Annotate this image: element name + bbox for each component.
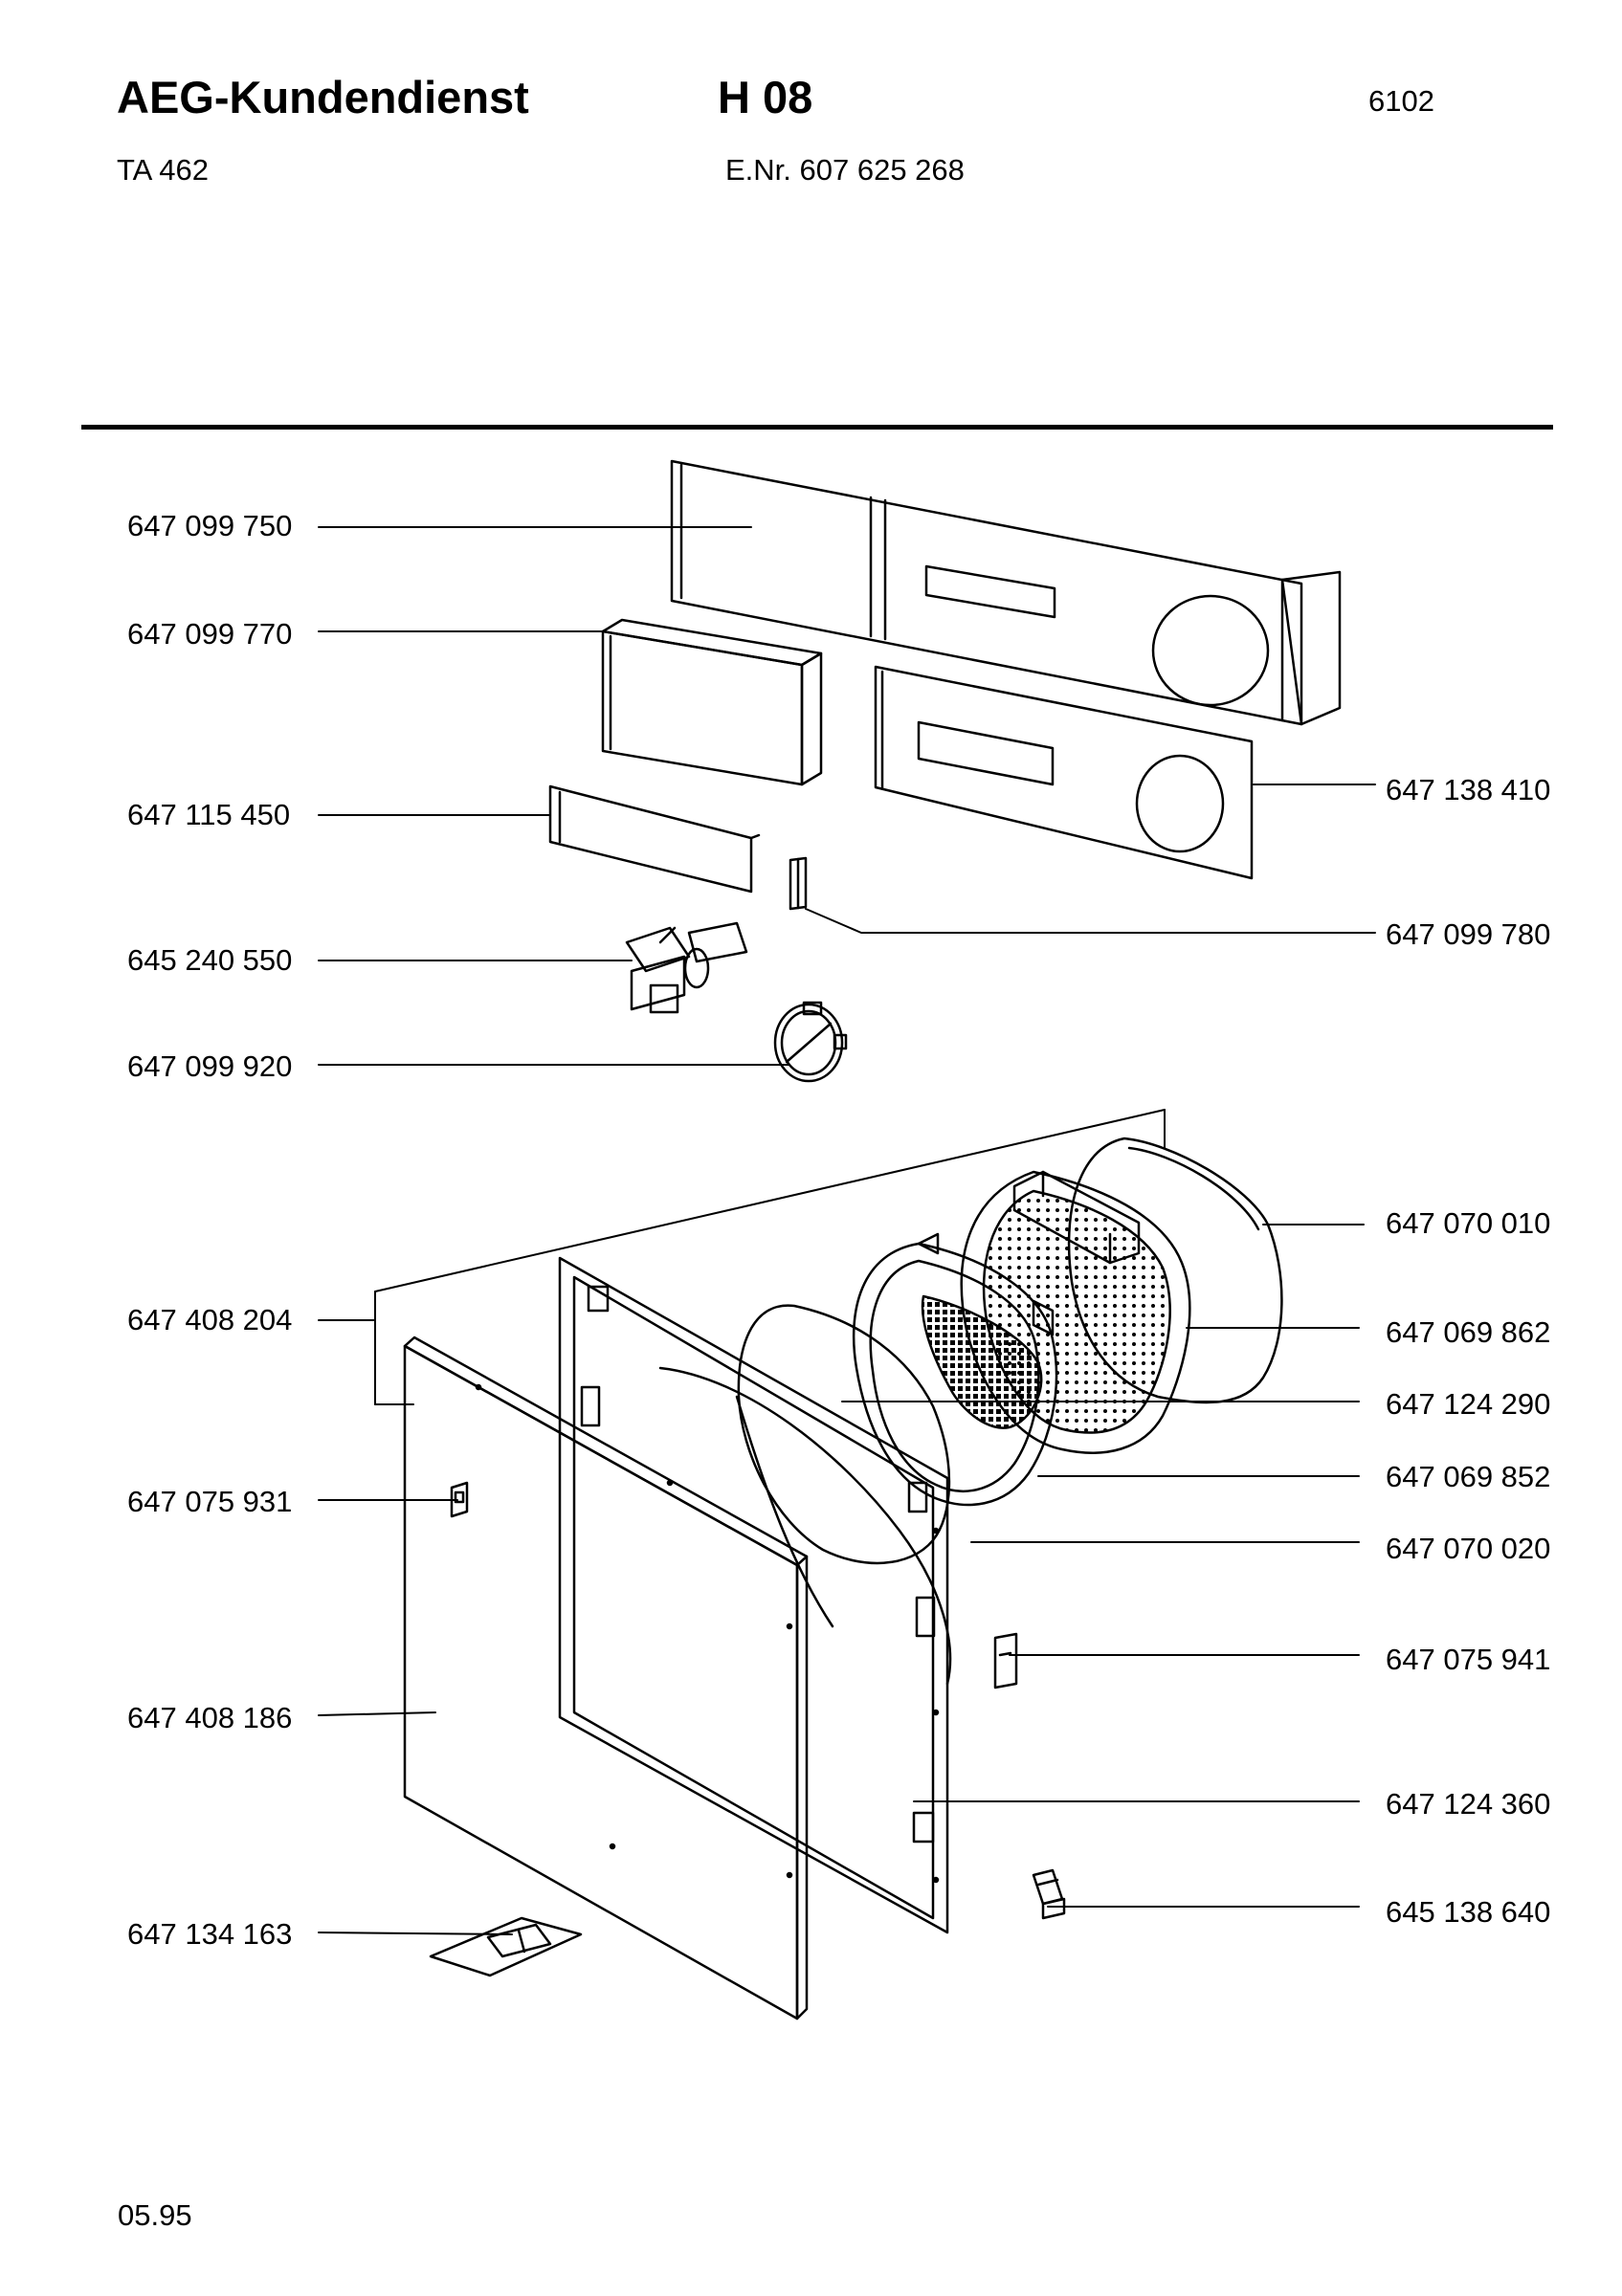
model-number: TA 462 bbox=[117, 153, 209, 187]
part-label-647099780: 647 099 780 bbox=[1386, 917, 1551, 951]
group-code: H 08 bbox=[718, 72, 813, 122]
part-label-645138640: 645 138 640 bbox=[1386, 1895, 1551, 1929]
part-label-647099750: 647 099 750 bbox=[127, 509, 293, 542]
brand-title: AEG-Kundendienst bbox=[117, 72, 529, 122]
small-button bbox=[789, 856, 808, 911]
switch-part bbox=[625, 921, 748, 1014]
door-latch bbox=[450, 1481, 469, 1518]
part-label-647099770: 647 099 770 bbox=[127, 617, 293, 651]
front-panel bbox=[874, 665, 1254, 880]
part-label-647408186: 647 408 186 bbox=[127, 1701, 293, 1734]
hinge-clip bbox=[1032, 1868, 1066, 1920]
part-label-647069852: 647 069 852 bbox=[1386, 1460, 1551, 1493]
header-rule bbox=[81, 425, 1553, 430]
instruction-label bbox=[429, 1916, 583, 1977]
part-label-647115450: 647 115 450 bbox=[127, 798, 291, 831]
leader-lines-left bbox=[318, 526, 790, 1935]
door-frame bbox=[558, 1256, 952, 1934]
doc-number: 6102 bbox=[1368, 84, 1434, 118]
trim-strip bbox=[548, 784, 761, 894]
part-label-647070020: 647 070 020 bbox=[1386, 1532, 1551, 1565]
catch-plate bbox=[993, 1632, 1018, 1689]
inner-ring bbox=[737, 1304, 951, 1565]
knob-ring bbox=[773, 1001, 848, 1083]
part-label-647075931: 647 075 931 bbox=[127, 1485, 293, 1518]
part-label-645240550: 645 240 550 bbox=[127, 943, 293, 977]
part-label-647075941: 647 075 941 bbox=[1386, 1643, 1551, 1676]
bracket-647408204 bbox=[374, 1109, 1166, 1405]
part-label-647070010: 647 070 010 bbox=[1386, 1206, 1551, 1240]
part-label-647124290: 647 124 290 bbox=[1386, 1387, 1551, 1421]
control-panel-housing bbox=[670, 459, 1342, 726]
part-label-647099920: 647 099 920 bbox=[127, 1049, 293, 1083]
footer-date: 05.95 bbox=[118, 2198, 192, 2232]
fascia-box bbox=[601, 618, 823, 786]
part-label-647408204: 647 408 204 bbox=[127, 1303, 293, 1336]
part-label-647134163: 647 134 163 bbox=[127, 1917, 293, 1951]
part-label-647069862: 647 069 862 bbox=[1386, 1315, 1551, 1349]
e-number: E.Nr. 607 625 268 bbox=[725, 153, 965, 187]
part-label-647124360: 647 124 360 bbox=[1386, 1787, 1551, 1821]
front-door-panel bbox=[403, 1336, 809, 2020]
lint-frame bbox=[852, 1232, 1058, 1507]
part-label-647138410: 647 138 410 bbox=[1386, 773, 1551, 806]
